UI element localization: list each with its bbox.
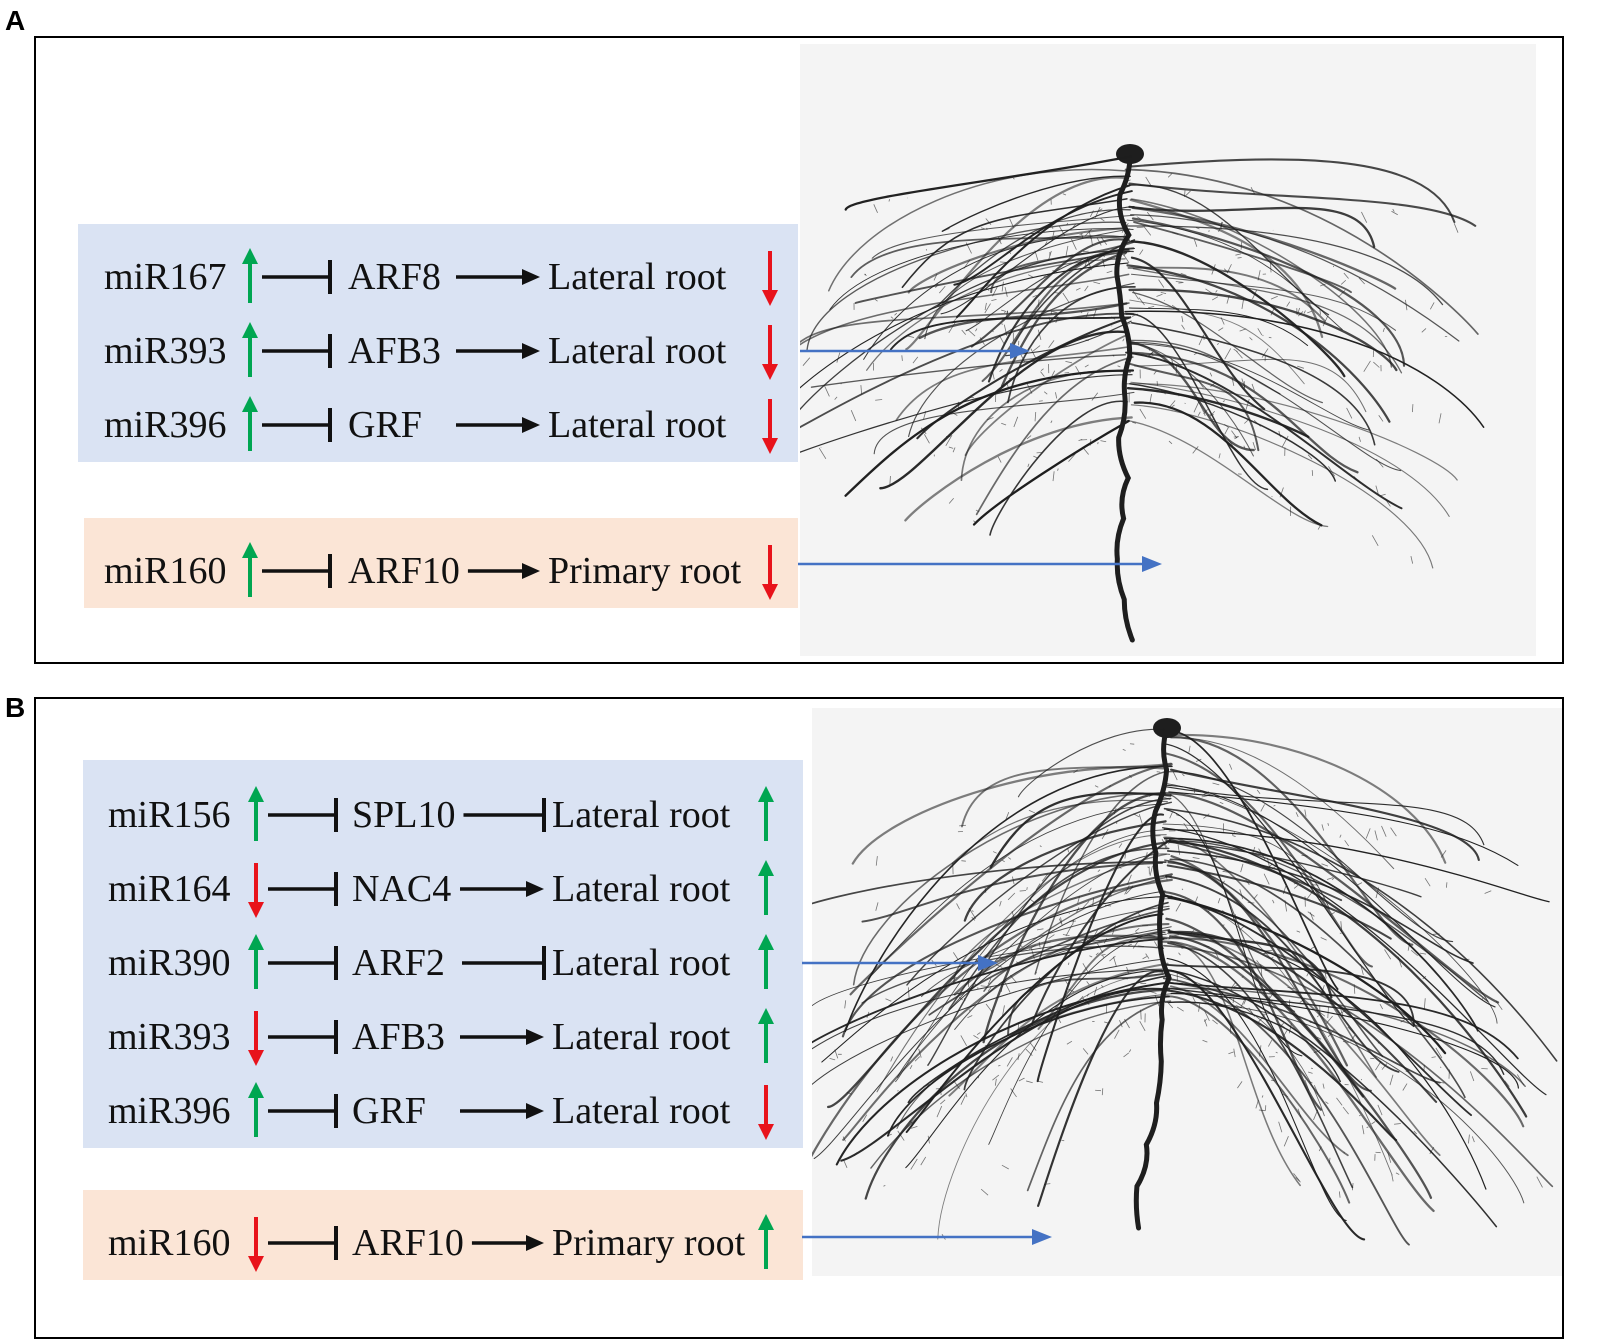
target-gene-label: ARF10: [352, 1222, 464, 1264]
mirna-label: miR167: [104, 256, 227, 298]
phenotype-label: Lateral root: [552, 1090, 731, 1132]
mirna-label: miR393: [108, 1016, 231, 1058]
target-gene-label: AFB3: [348, 330, 441, 372]
mirna-label: miR396: [108, 1090, 231, 1132]
mirna-label: miR164: [108, 868, 231, 910]
target-gene-label: GRF: [352, 1090, 426, 1132]
lateral-root-box-a: [78, 224, 798, 462]
phenotype-label: Primary root: [548, 550, 742, 592]
target-gene-label: NAC4: [352, 868, 452, 910]
phenotype-label: Lateral root: [552, 942, 731, 984]
panel-a-label: A: [5, 5, 26, 36]
phenotype-label: Lateral root: [548, 330, 727, 372]
mirna-label: miR160: [104, 550, 227, 592]
mirna-label: miR390: [108, 942, 231, 984]
target-gene-label: AFB3: [352, 1016, 445, 1058]
target-gene-label: SPL10: [352, 794, 456, 836]
primary-root-box-b: [83, 1190, 803, 1280]
primary-root-box-a: [84, 518, 798, 608]
phenotype-label: Lateral root: [548, 404, 727, 446]
target-gene-label: ARF8: [348, 256, 441, 298]
mirna-label: miR156: [108, 794, 231, 836]
mirna-label: miR393: [104, 330, 227, 372]
root-photo-b: [812, 708, 1562, 1276]
target-gene-label: ARF10: [348, 550, 460, 592]
lateral-root-box-b: [83, 760, 803, 1148]
mirna-label: miR160: [108, 1222, 231, 1264]
phenotype-label: Lateral root: [548, 256, 727, 298]
target-gene-label: ARF2: [352, 942, 445, 984]
phenotype-label: Lateral root: [552, 1016, 731, 1058]
panel-b-label: B: [5, 692, 26, 723]
mirna-label: miR396: [104, 404, 227, 446]
root-photo-a: [800, 44, 1536, 656]
phenotype-label: Lateral root: [552, 868, 731, 910]
phenotype-label: Lateral root: [552, 794, 731, 836]
phenotype-label: Primary root: [552, 1222, 746, 1264]
target-gene-label: GRF: [348, 404, 422, 446]
